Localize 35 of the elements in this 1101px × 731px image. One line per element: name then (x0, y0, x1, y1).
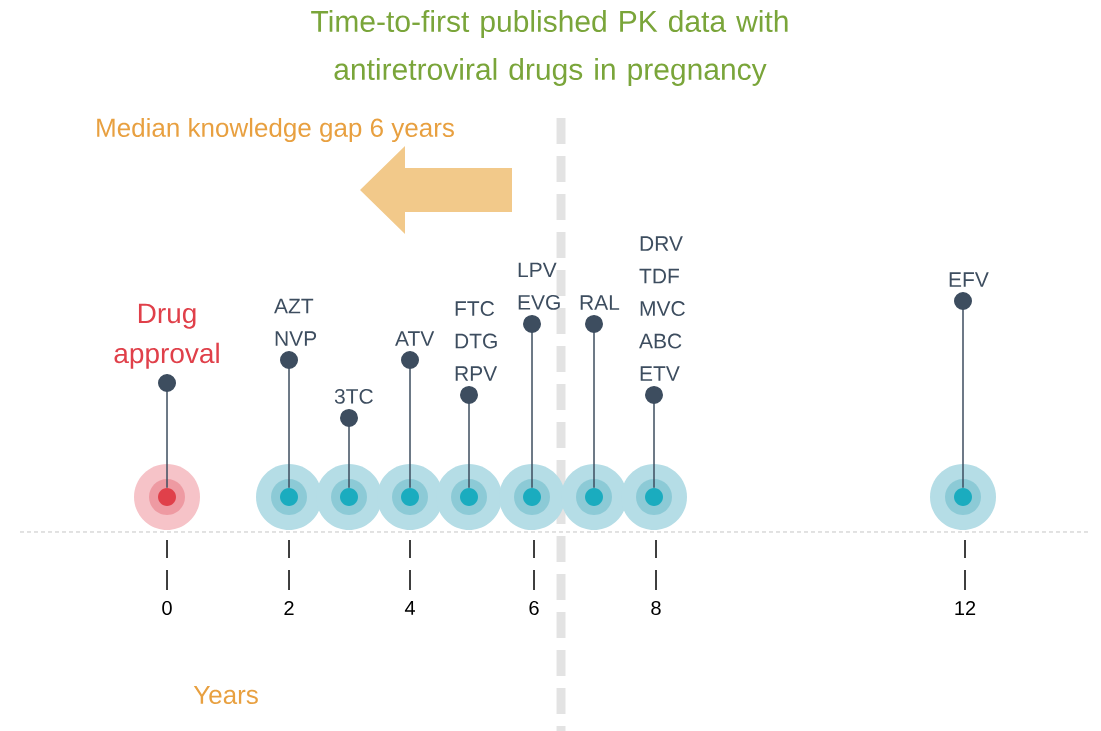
timeline-dot (621, 464, 687, 530)
lollipop-stem (645, 386, 663, 489)
timeline-dot (256, 464, 322, 530)
timeline-dot (436, 464, 502, 530)
timeline-dot (499, 464, 565, 530)
lollipop-stem (954, 292, 972, 489)
drug-label: AZT NVP (274, 298, 317, 346)
tick-label: 8 (651, 600, 661, 616)
lollipop-stem (340, 409, 358, 489)
timeline-dot (930, 464, 996, 530)
drug-label: EFV (949, 272, 989, 287)
drug-label: FTC DTG RPV (455, 301, 498, 381)
drug-label: 3TC (334, 388, 373, 404)
title: Time-to-first published PK data with antiretroviral drugs in pregnancy (311, 10, 788, 86)
lollipop-stem (460, 386, 478, 489)
tick-label: 12 (955, 601, 976, 615)
drug-label: ATV (395, 331, 435, 346)
timeline-dot (561, 464, 627, 530)
tick-label: 2 (284, 601, 294, 615)
tick-label: 4 (404, 601, 415, 615)
lollipop-stem (401, 351, 419, 489)
lollipop-stem (158, 374, 176, 489)
drug-label: RAL (580, 295, 620, 310)
lollipop-stem (523, 315, 541, 489)
timeline-dot (134, 464, 200, 530)
tick-label: 0 (162, 600, 172, 616)
axis-title: Years (193, 685, 258, 705)
lollipop-stem (280, 351, 298, 489)
drug-label: Drug approval (114, 303, 219, 369)
gap-label: Median knowledge gap 6 years (97, 117, 454, 143)
timeline-dot (316, 464, 382, 530)
drug-label: LPV EVG (518, 262, 560, 310)
drug-label: DRV TDF MVC ABC ETV (639, 236, 685, 381)
lollipop-stem (585, 315, 603, 489)
tick-label: 6 (529, 600, 539, 616)
